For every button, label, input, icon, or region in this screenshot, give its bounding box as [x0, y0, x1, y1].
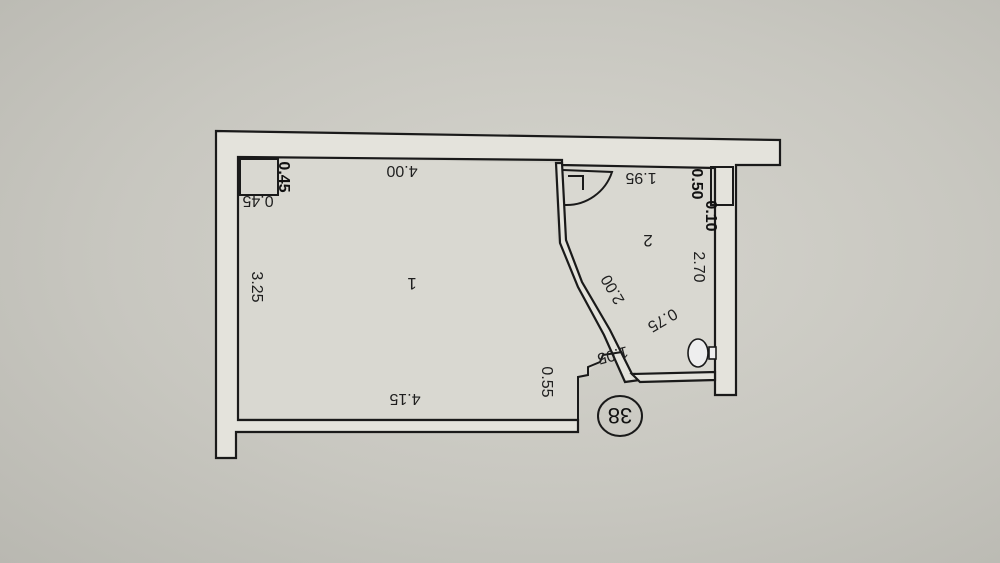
room-2-area [562, 165, 715, 374]
room-1-area [238, 157, 620, 418]
niche-box [239, 158, 279, 196]
dim-room2-top: 1.95 [625, 169, 656, 186]
dim-room1-bottom: 4.15 [389, 390, 420, 407]
toilet-icon [687, 338, 717, 368]
outer-wall [214, 129, 782, 460]
door-swing-inner [568, 175, 584, 190]
dim-niche-a: 0.45 [275, 161, 292, 192]
apartment-number: 38 [608, 403, 632, 428]
dim-room1-top: 4.00 [386, 162, 417, 179]
apartment-number-badge: 38 [597, 395, 643, 437]
stepped-wall [577, 351, 623, 420]
dim-step-offset: 0.55 [538, 366, 555, 397]
room-2-bottom-wall [629, 370, 717, 384]
dim-duct-width: 0.10 [702, 200, 719, 231]
dim-room1-left: 3.25 [248, 271, 265, 302]
door-swing-arc [562, 169, 614, 207]
room-1-label: 1 [407, 274, 416, 293]
dim-niche-b: 0.45 [242, 192, 273, 209]
dim-duct-length: 0.50 [688, 168, 705, 199]
dim-room2-right: 2.70 [690, 251, 707, 282]
room-2-label: 2 [643, 231, 652, 250]
